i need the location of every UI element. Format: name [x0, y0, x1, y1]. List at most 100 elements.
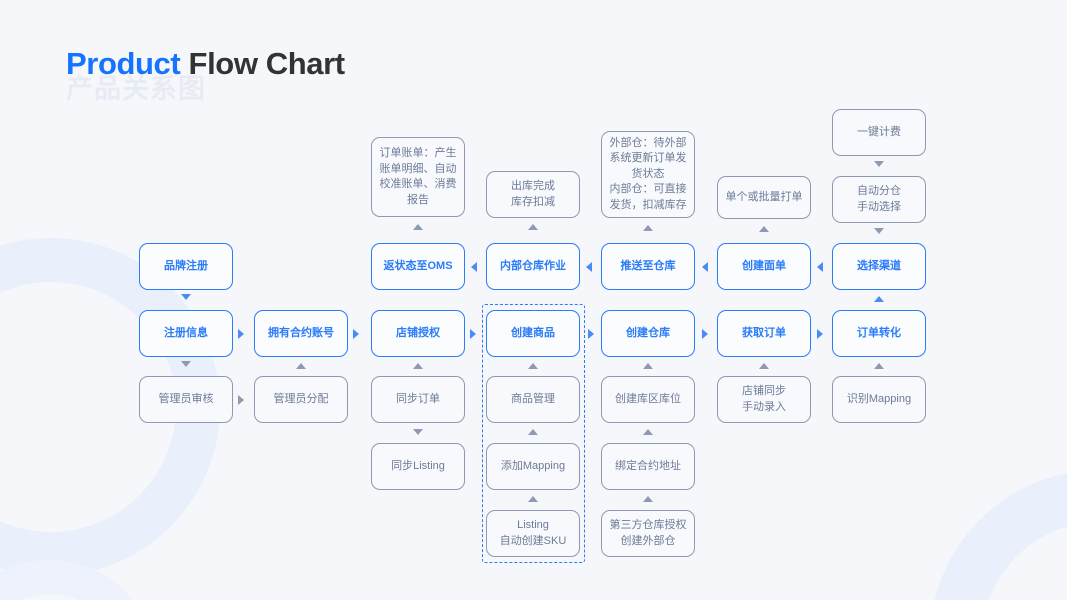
node-label: 单个或批量打单 [725, 190, 803, 203]
node-label: 商品管理 [511, 392, 555, 405]
node-third-party-auth[interactable]: 第三方仓库授权创建外部仓 [601, 510, 695, 557]
node-label: 第三方仓库授权创建外部仓 [609, 519, 687, 547]
node-select-channel[interactable]: 选择渠道 [832, 243, 926, 290]
node-identify-mapping[interactable]: 识别Mapping [832, 376, 926, 423]
node-one-click-billing[interactable]: 一键计费 [832, 109, 926, 156]
node-order-bill-note[interactable]: 订单账单：产生账单明细、自动校准账单、消费报告 [371, 137, 465, 217]
node-admin-review[interactable]: 管理员审核 [139, 376, 233, 423]
arrow-a-createwh-to-fetchorder [702, 329, 708, 339]
node-label: 管理员审核 [158, 392, 214, 405]
node-label: 同步订单 [396, 392, 440, 405]
node-label: 创建库区库位 [615, 392, 681, 405]
arrow-a-contract-to-shopauth [353, 329, 359, 339]
node-label: 品牌注册 [164, 259, 208, 272]
node-label: 创建仓库 [626, 326, 670, 339]
arrow-a-push-up-note [643, 225, 653, 231]
node-warehouse-status-note[interactable]: 外部仓：待外部系统更新订单发货状态内部仓：可直接发货，扣减库存 [601, 131, 695, 218]
node-label: 创建面单 [742, 259, 786, 272]
arrow-a-shopauth-to-createprod [470, 329, 476, 339]
node-label: 自动分仓手动选择 [857, 185, 901, 213]
node-label: 拥有合约账号 [268, 326, 334, 339]
node-bind-contract-addr[interactable]: 绑定合约地址 [601, 443, 695, 490]
arrow-a-bindaddr-up-zone [643, 429, 653, 435]
arrow-a-prodmgmt-up-createprod [528, 363, 538, 369]
arrow-a-idmap-up-convert [874, 363, 884, 369]
arrow-a-syncorder-up-shopauth [413, 363, 423, 369]
node-sync-order[interactable]: 同步订单 [371, 376, 465, 423]
node-create-product[interactable]: 创建商品 [486, 310, 580, 357]
product-group-outline [482, 304, 585, 563]
page-header: Product Flow Chart 产品关系图 [66, 44, 345, 104]
node-label: 推送至仓库 [620, 259, 676, 272]
arrow-a-intwh-left-returnoms [471, 262, 477, 272]
arrow-a-syncorder-down-listing [413, 429, 423, 435]
node-create-waybill[interactable]: 创建面单 [717, 243, 811, 290]
title-secondary: Flow Chart [188, 46, 346, 81]
page-subtitle: 产品关系图 [66, 74, 206, 104]
decorative-ring-bottom-left [0, 560, 158, 600]
node-label: 店铺同步手动录入 [742, 385, 786, 413]
arrow-a-shopsync-up-fetch [759, 363, 769, 369]
arrow-a-listing-up-addmap [528, 496, 538, 502]
node-label: 创建商品 [511, 326, 555, 339]
node-shop-sync-manual[interactable]: 店铺同步手动录入 [717, 376, 811, 423]
page-title: Product Flow Chart [66, 44, 345, 84]
node-registration-info[interactable]: 注册信息 [139, 310, 233, 357]
node-shop-authorization[interactable]: 店铺授权 [371, 310, 465, 357]
arrow-a-reginfo-to-adminreview [181, 361, 191, 367]
arrow-a-adminreview-to-assign [238, 395, 244, 405]
node-label: 订单账单：产生账单明细、自动校准账单、消费报告 [379, 147, 457, 206]
node-create-zone-location[interactable]: 创建库区库位 [601, 376, 695, 423]
node-admin-assign[interactable]: 管理员分配 [254, 376, 348, 423]
arrow-a-autoalloc-down-selchan [874, 228, 884, 234]
node-label: 内部仓库作业 [500, 259, 566, 272]
node-outbound-complete[interactable]: 出库完成库存扣减 [486, 171, 580, 218]
arrow-a-addmap-up-prodmgmt [528, 429, 538, 435]
node-label: 返状态至OMS [383, 259, 453, 272]
arrow-a-intwh-up-outbound [528, 224, 538, 230]
arrow-a-returnoms-up-note [413, 224, 423, 230]
node-sync-listing[interactable]: 同步Listing [371, 443, 465, 490]
arrow-a-push-left-intwh [586, 262, 592, 272]
arrow-a-thirdparty-up-bindaddr [643, 496, 653, 502]
node-label: 选择渠道 [857, 259, 901, 272]
node-fetch-order[interactable]: 获取订单 [717, 310, 811, 357]
arrow-a-zone-up-createwh [643, 363, 653, 369]
decorative-ring-bottom-right [930, 470, 1067, 600]
node-label: 同步Listing [391, 459, 445, 472]
node-label: 注册信息 [164, 326, 208, 339]
arrow-a-waybill-up-print [759, 226, 769, 232]
arrow-a-selchan-left-waybill [817, 262, 823, 272]
title-primary: Product [66, 46, 181, 81]
node-return-status-oms[interactable]: 返状态至OMS [371, 243, 465, 290]
node-label: 外部仓：待外部系统更新订单发货状态内部仓：可直接发货，扣减库存 [609, 136, 687, 211]
arrow-a-billing-down-autoalloc [874, 161, 884, 167]
node-single-batch-print[interactable]: 单个或批量打单 [717, 176, 811, 219]
node-order-conversion[interactable]: 订单转化 [832, 310, 926, 357]
node-label: 店铺授权 [396, 326, 440, 339]
node-product-management[interactable]: 商品管理 [486, 376, 580, 423]
node-label: 添加Mapping [500, 459, 566, 472]
node-add-mapping[interactable]: 添加Mapping [486, 443, 580, 490]
arrow-a-waybill-left-push [702, 262, 708, 272]
node-internal-warehouse[interactable]: 内部仓库作业 [486, 243, 580, 290]
node-label: 一键计费 [857, 125, 901, 138]
node-label: 管理员分配 [273, 392, 329, 405]
node-label: 订单转化 [857, 326, 901, 339]
arrow-a-convert-up-selchan [874, 296, 884, 302]
arrow-a-fetchorder-to-convert [817, 329, 823, 339]
node-contract-account[interactable]: 拥有合约账号 [254, 310, 348, 357]
node-label: 获取订单 [742, 326, 786, 339]
node-create-warehouse[interactable]: 创建仓库 [601, 310, 695, 357]
arrow-a-assign-up-contract [296, 363, 306, 369]
node-brand-registration[interactable]: 品牌注册 [139, 243, 233, 290]
node-label: 识别Mapping [846, 392, 912, 405]
node-push-to-warehouse[interactable]: 推送至仓库 [601, 243, 695, 290]
node-label: 出库完成库存扣减 [511, 180, 555, 208]
arrow-a-brand-to-reginfo [181, 294, 191, 300]
node-auto-allocate[interactable]: 自动分仓手动选择 [832, 176, 926, 223]
arrow-a-createprod-to-createwh [588, 329, 594, 339]
